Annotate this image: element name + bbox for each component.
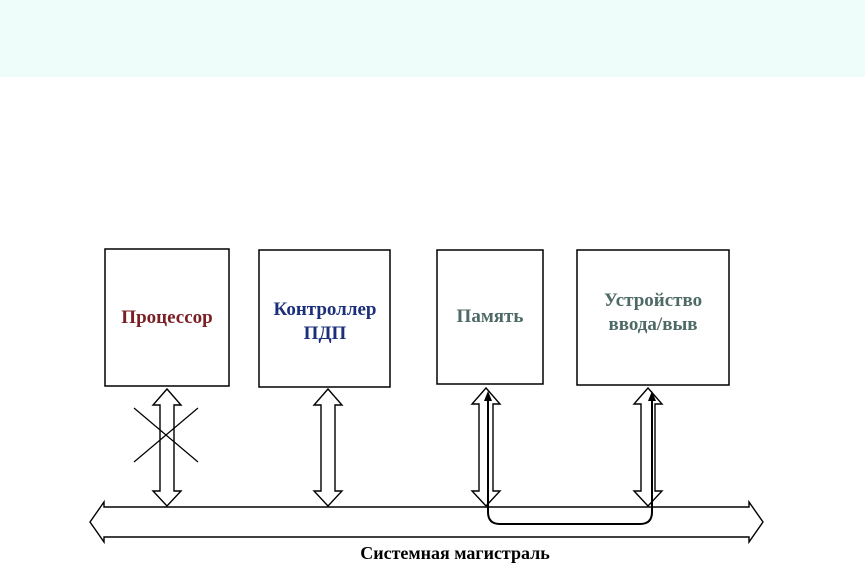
processor-double-arrow	[151, 387, 183, 508]
io-device-box	[576, 249, 730, 386]
direct-transfer-arrowhead-memory	[484, 391, 492, 401]
dma-controller-bus-arrow	[312, 387, 344, 508]
io-device-bus-arrow	[632, 386, 664, 508]
memory-box	[436, 249, 544, 385]
dma-controller-label-line2: ПДП	[304, 323, 347, 344]
memory-double-arrow	[470, 386, 502, 508]
direct-transfer-path	[484, 391, 656, 525]
io-device-double-arrow	[632, 386, 664, 508]
io-device-block: Устройство ввода/выв	[576, 249, 730, 386]
memory-bus-arrow	[470, 386, 502, 508]
processor-bus-arrow	[133, 387, 199, 508]
processor-box	[104, 248, 230, 387]
system-bus	[89, 499, 764, 545]
system-bus-label: Системная магистраль	[360, 543, 550, 563]
dma-controller-double-arrow	[312, 387, 344, 508]
memory-label: Память	[457, 306, 524, 327]
dma-controller-box	[258, 249, 391, 388]
dma-controller-label-line1: Контроллер	[274, 299, 377, 320]
io-device-label-line2: ввода/выв	[608, 314, 697, 335]
processor-label: Процессор	[121, 307, 212, 328]
disabled-cross-line-2	[133, 407, 199, 463]
top-band	[0, 0, 865, 77]
io-device-label-line1: Устройство	[604, 290, 702, 311]
dma-controller-block: Контроллер ПДП	[258, 249, 391, 388]
system-bus-arrow	[89, 499, 764, 545]
processor-block: Процессор	[104, 248, 230, 387]
direct-transfer-arrowhead-io	[648, 391, 656, 401]
direct-transfer-line	[487, 398, 653, 525]
memory-block: Память	[436, 249, 544, 385]
